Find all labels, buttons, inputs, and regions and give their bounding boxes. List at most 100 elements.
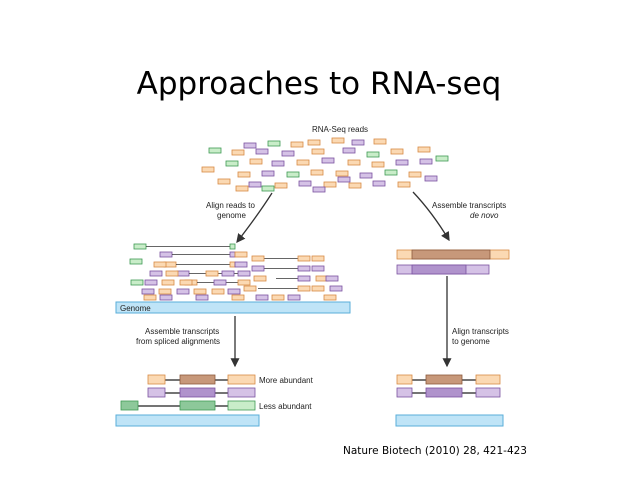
sequencing-read bbox=[281, 150, 295, 157]
aligned-read bbox=[234, 261, 248, 268]
align-reads-label-line2: genome bbox=[217, 211, 246, 220]
align-reads-label-line1: Align reads to bbox=[206, 201, 255, 210]
sequencing-read bbox=[231, 149, 245, 156]
aligned-read bbox=[229, 261, 236, 268]
aligned-read bbox=[251, 265, 265, 272]
denovo-label-line2: de novo bbox=[470, 211, 499, 220]
sequencing-read bbox=[351, 139, 365, 146]
aligned-read bbox=[176, 270, 190, 277]
denovo-arrow bbox=[412, 191, 450, 242]
sequencing-read bbox=[274, 182, 288, 189]
genome-bar bbox=[115, 301, 351, 314]
sequencing-read bbox=[372, 180, 386, 187]
aligned-transcript-orange bbox=[396, 374, 501, 385]
aligned-read bbox=[229, 251, 236, 258]
sequencing-read bbox=[298, 180, 312, 187]
sequencing-read bbox=[390, 148, 404, 155]
aligned-read bbox=[297, 285, 311, 292]
sequencing-read bbox=[311, 148, 325, 155]
aligned-read bbox=[161, 279, 175, 286]
sequencing-read bbox=[307, 139, 321, 146]
align-reads-arrow bbox=[236, 192, 273, 244]
aligned-read bbox=[193, 288, 207, 295]
sequencing-read bbox=[249, 158, 263, 165]
sequencing-read bbox=[261, 185, 275, 192]
sequencing-read bbox=[217, 178, 231, 185]
sequencing-read bbox=[384, 169, 398, 176]
sequencing-read bbox=[395, 159, 409, 166]
sequencing-read bbox=[310, 169, 324, 176]
sequencing-read bbox=[290, 141, 304, 148]
genome-bar-lower-right bbox=[395, 414, 504, 427]
sequencing-read bbox=[312, 186, 326, 193]
sequencing-read bbox=[321, 157, 335, 164]
aligned-read bbox=[205, 270, 219, 277]
denovo-label-line1: Assemble transcripts bbox=[432, 201, 506, 210]
more-abundant-label: More abundant bbox=[259, 376, 314, 385]
sequencing-read bbox=[323, 181, 337, 188]
citation: Nature Biotech (2010) 28, 421-423 bbox=[343, 445, 527, 457]
sequencing-read bbox=[342, 147, 356, 154]
aligned-read bbox=[297, 255, 311, 262]
aligned-read bbox=[176, 288, 190, 295]
aligned-read bbox=[144, 279, 158, 286]
aligned-read bbox=[179, 279, 193, 286]
aligned-read bbox=[311, 285, 325, 292]
aligned-read bbox=[159, 294, 173, 301]
aligned-read bbox=[297, 265, 311, 272]
aligned-read bbox=[311, 265, 325, 272]
aligned-read bbox=[153, 261, 167, 268]
sequencing-read bbox=[397, 181, 411, 188]
less-abundant-label: Less abundant bbox=[259, 402, 312, 411]
sequencing-read bbox=[417, 146, 431, 153]
sequencing-read bbox=[373, 138, 387, 145]
denovo-transcript-1 bbox=[396, 249, 510, 260]
aligned-read bbox=[287, 294, 301, 301]
assembled-transcript-orange bbox=[147, 374, 256, 385]
aligned-read bbox=[211, 288, 225, 295]
spliced-assembly-label-line1: Assemble transcripts bbox=[145, 327, 219, 336]
aligned-read bbox=[237, 279, 251, 286]
aligned-read bbox=[158, 288, 172, 295]
aligned-read bbox=[271, 294, 285, 301]
sequencing-read bbox=[286, 171, 300, 178]
aligned-read bbox=[195, 294, 209, 301]
sequencing-read bbox=[435, 155, 449, 162]
sequencing-read bbox=[371, 161, 385, 168]
sequencing-read bbox=[366, 151, 380, 158]
aligned-read bbox=[323, 294, 337, 301]
denovo-transcript-2 bbox=[396, 264, 490, 275]
sequencing-read bbox=[201, 166, 215, 173]
aligned-read bbox=[213, 279, 227, 286]
sequencing-read bbox=[408, 171, 422, 178]
aligned-read bbox=[253, 275, 267, 282]
sequencing-read bbox=[208, 147, 222, 154]
sequencing-read bbox=[235, 185, 249, 192]
assembled-transcript-purple bbox=[147, 387, 256, 398]
aligned-read bbox=[141, 288, 155, 295]
sequencing-read bbox=[255, 148, 269, 155]
aligned-read bbox=[227, 288, 241, 295]
align-transcripts-label-line2: to genome bbox=[452, 337, 490, 346]
sequencing-read bbox=[347, 159, 361, 166]
aligned-read bbox=[165, 270, 179, 277]
aligned-read bbox=[329, 285, 343, 292]
sequencing-read bbox=[335, 170, 349, 177]
aligned-read bbox=[231, 294, 245, 301]
aligned-read bbox=[229, 243, 236, 250]
sequencing-read bbox=[237, 171, 251, 178]
spliced-alignments bbox=[129, 243, 343, 301]
sequencing-read bbox=[243, 142, 257, 149]
aligned-read bbox=[143, 294, 157, 301]
aligned-read bbox=[234, 251, 248, 258]
aligned-read bbox=[243, 285, 257, 292]
sequencing-read bbox=[348, 182, 362, 189]
sequencing-read bbox=[424, 175, 438, 182]
aligned-read bbox=[159, 251, 173, 258]
genome-bar-lower-left bbox=[115, 414, 260, 427]
sequencing-read bbox=[331, 137, 345, 144]
genome-label: Genome bbox=[120, 304, 151, 313]
aligned-read bbox=[311, 255, 325, 262]
aligned-read bbox=[237, 270, 251, 277]
